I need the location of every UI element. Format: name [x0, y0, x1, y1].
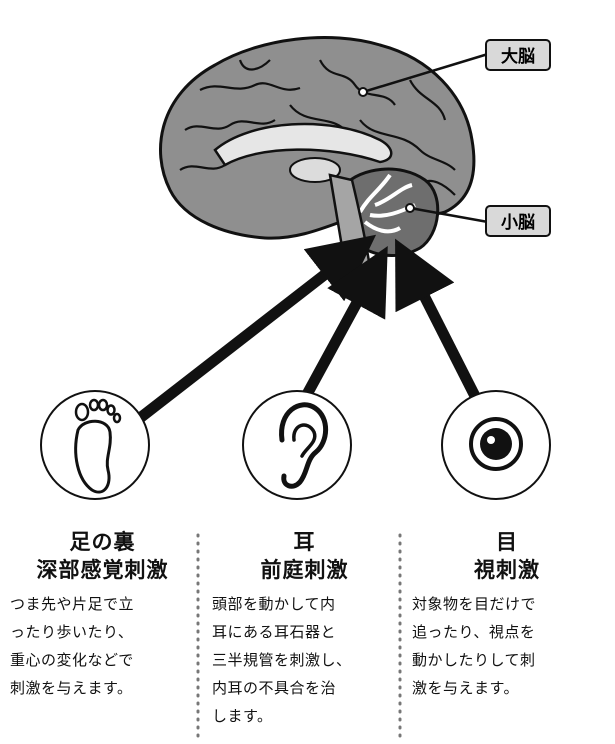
cerebellum-point	[405, 203, 415, 213]
arrow-ear-to-brain	[300, 246, 388, 401]
body-line: 追ったり、視点を	[412, 623, 536, 641]
body-line: 耳にある耳石器と	[212, 623, 337, 641]
thalamus	[289, 157, 341, 183]
body-line: 激を与えます。	[412, 679, 520, 697]
title-line: 視刺激	[474, 558, 540, 582]
column-ear-title: 耳 前庭刺激	[212, 528, 397, 584]
column-eye-body: 対象物を目だけで 追ったり、視点を 動かしたりして刺 激を与えます。	[412, 590, 602, 702]
title-line: 深部感覚刺激	[36, 558, 169, 582]
cerebrum-point	[358, 87, 368, 97]
body-line: ったり歩いたり、	[10, 623, 134, 641]
body-line: 対象物を目だけで	[412, 595, 537, 613]
brain-illustration	[158, 36, 476, 270]
column-foot-body: つま先や片足で立 ったり歩いたり、 重心の変化などで 刺激を与えます。	[10, 590, 195, 702]
body-line: 刺激を与えます。	[10, 679, 133, 697]
foot-icon	[40, 390, 150, 500]
column-foot-title: 足の裏 深部感覚刺激	[10, 528, 195, 584]
body-line: 三半規管を刺激し、	[212, 651, 352, 669]
label-cerebrum-text: 大脳	[501, 46, 535, 67]
title-line: 耳	[293, 530, 316, 554]
title-line: 目	[496, 530, 518, 554]
body-line: 内耳の不具合を治	[212, 679, 337, 697]
label-cerebrum: 大脳	[485, 39, 551, 71]
label-cerebellum: 小脳	[485, 205, 551, 237]
body-line: つま先や片足で立	[10, 595, 135, 613]
arbor-vitae	[358, 173, 416, 234]
cerebrum-leader-line	[362, 52, 489, 94]
body-line: 動かしたりして刺	[412, 651, 536, 669]
arrow-eye-to-brain	[395, 238, 483, 405]
column-eye-title: 目 視刺激	[412, 528, 602, 584]
column-ear-body: 頭部を動かして内 耳にある耳石器と 三半規管を刺激し、 内耳の不具合を治 します…	[212, 590, 397, 730]
title-line: 足の裏	[69, 530, 136, 554]
body-line: 重心の変化などで	[10, 651, 134, 669]
ear-icon	[242, 390, 352, 500]
corpus-callosum	[213, 122, 393, 167]
arrow-foot-to-brain	[136, 234, 377, 423]
body-line: します。	[212, 707, 273, 725]
column-foot: 足の裏 深部感覚刺激 つま先や片足で立 ったり歩いたり、 重心の変化などで 刺激…	[10, 528, 195, 702]
eye-icon	[441, 390, 551, 500]
column-eye: 目 視刺激 対象物を目だけで 追ったり、視点を 動かしたりして刺 激を与えます。	[412, 528, 602, 702]
title-line: 前庭刺激	[260, 558, 349, 582]
label-cerebellum-text: 小脳	[501, 213, 535, 233]
body-line: 頭部を動かして内	[212, 595, 336, 613]
cerebellum-leader-line	[409, 206, 489, 224]
column-ear: 耳 前庭刺激 頭部を動かして内 耳にある耳石器と 三半規管を刺激し、 内耳の不具…	[212, 528, 397, 730]
